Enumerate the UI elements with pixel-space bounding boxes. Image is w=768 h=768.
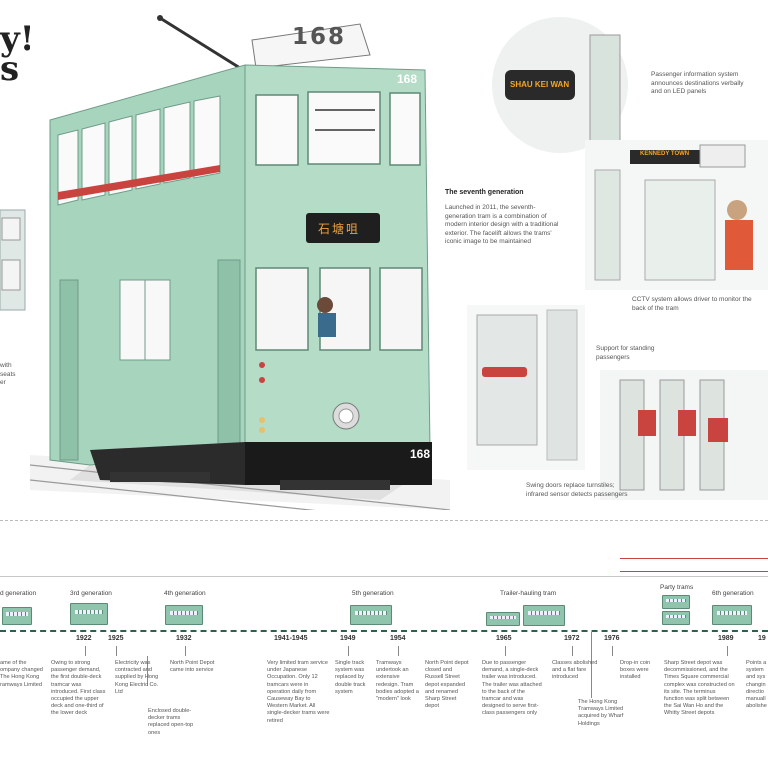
timeline-event: The Hong Kong Tramways Limited acquired …	[578, 699, 624, 727]
year-label: 1925	[108, 635, 124, 642]
driver-cabin-illustration	[585, 140, 768, 290]
timeline-event: Sharp Street depot was decommissioned, a…	[664, 660, 735, 717]
timeline-event: Enclosed double-decker trams replaced op…	[148, 708, 194, 736]
gen-label: Party trams	[660, 584, 694, 591]
year-label: 1922	[76, 635, 92, 642]
mini-tram-icon	[70, 603, 108, 625]
event-tick	[185, 646, 186, 656]
divider-accent-2	[620, 571, 768, 572]
seventh-generation-title: The seventh generation	[445, 189, 524, 196]
standing-support-illustration	[467, 305, 585, 470]
mini-tram-icon	[712, 605, 752, 625]
event-tick	[572, 646, 573, 656]
timeline-event: Classes abolished and a flat fare introd…	[552, 660, 598, 681]
led-caption: Passenger information system announces d…	[651, 71, 744, 95]
year-label: 19	[758, 635, 766, 642]
tram-upper-number: 168	[397, 72, 418, 86]
year-label: 1989	[718, 635, 734, 642]
mini-tram-icon	[662, 595, 690, 609]
gen-label: 4th generation	[164, 590, 206, 597]
tram-illustration	[30, 15, 450, 510]
gen-label: 6th generation	[712, 590, 754, 597]
timeline-event: Single track system was replaced by doub…	[335, 660, 366, 695]
timeline: d generation 3rd generation 4th generati…	[0, 560, 768, 768]
year-label: 1954	[390, 635, 406, 642]
timeline-event: Tramways undertook an extensive redesign…	[376, 660, 419, 703]
doors-caption: Swing doors replace turnstiles; infrared…	[526, 482, 628, 498]
cctv-caption: CCTV system allows driver to monitor the…	[632, 296, 752, 312]
tram-roof-number: 168	[292, 24, 347, 50]
tram-destination-sign: 石塘咀	[318, 222, 361, 236]
timeline-event: Points a system and sys changin directio…	[746, 660, 767, 710]
timeline-event: Owing to strong passenger demand, the fi…	[51, 660, 106, 717]
partial-left-caption: with seats er	[0, 362, 16, 386]
mini-tram-icon	[662, 611, 690, 625]
timeline-event: Due to passenger demand, a single-deck t…	[482, 660, 542, 717]
gen-label: 3rd generation	[70, 590, 112, 597]
event-tick	[85, 646, 86, 656]
mini-tram-icon	[523, 605, 565, 626]
gen-label: 5th generation	[352, 590, 394, 597]
mini-tram-icon	[165, 605, 203, 625]
gen-label: Trailer-hauling tram	[500, 590, 557, 597]
led-panel-text: SHAU KEI WAN	[510, 80, 570, 89]
partial-heading: y! s	[0, 24, 30, 84]
year-label: 1932	[176, 635, 192, 642]
year-label: 1949	[340, 635, 356, 642]
seventh-generation-body: Launched in 2011, the seventh-generation…	[445, 204, 559, 245]
event-tick	[147, 656, 148, 686]
timeline-event: Drop-in coin boxes were installed	[620, 660, 651, 681]
gen-label: d generation	[0, 590, 37, 597]
timeline-event: ame of the ompany changed The Hong Kong …	[0, 660, 43, 688]
mini-tram-icon	[350, 605, 392, 625]
divider-solid	[0, 576, 768, 577]
led-panel-illustration	[492, 17, 628, 155]
year-label: 1976	[604, 635, 620, 642]
cabin-sign-text: KENNEDY TOWN	[640, 151, 690, 157]
tram-front-number: 168	[410, 447, 431, 461]
event-tick	[591, 632, 592, 698]
event-tick	[505, 646, 506, 656]
support-caption: Support for standing passengers	[596, 345, 655, 361]
event-tick	[116, 646, 117, 656]
event-tick	[348, 646, 349, 656]
year-label: 1941-1945	[274, 635, 308, 642]
divider-dashed	[0, 520, 768, 521]
event-tick	[398, 646, 399, 656]
mini-tram-icon	[2, 607, 32, 625]
timeline-event: Electricity was contracted and supplied …	[115, 660, 159, 695]
year-label: 1972	[564, 635, 580, 642]
timeline-event: North Point Depot came into service	[170, 660, 215, 674]
timeline-event: North Point depot closed and Russell Str…	[425, 660, 469, 710]
year-label: 1965	[496, 635, 512, 642]
timeline-event: Very limited tram service under Japanese…	[267, 660, 330, 724]
event-tick	[612, 646, 613, 656]
divider-accent	[620, 558, 768, 559]
timeline-line	[0, 630, 768, 632]
swing-doors-illustration	[600, 370, 768, 500]
mini-tram-icon	[486, 612, 520, 626]
event-tick	[727, 646, 728, 656]
partial-tram-illustration	[0, 209, 26, 311]
